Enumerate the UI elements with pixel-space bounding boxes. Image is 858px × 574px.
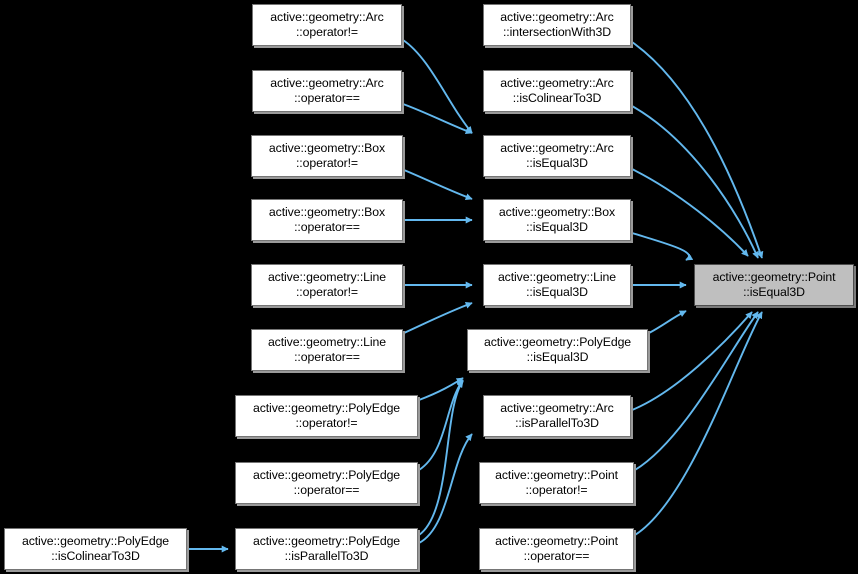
graph-node-label: active::geometry::PolyEdge ::isParallelT… — [252, 534, 401, 563]
graph-node-label: active::geometry::PolyEdge ::isEqual3D — [483, 335, 632, 364]
graph-node-label: active::geometry::Box ::operator== — [268, 205, 386, 234]
graph-node-label: active::geometry::Arc ::operator!= — [270, 10, 384, 39]
graph-node[interactable]: active::geometry::Point ::operator!= — [479, 462, 634, 504]
graph-node[interactable]: active::geometry::Line ::operator!= — [251, 264, 403, 306]
graph-node-label: active::geometry::Point ::operator== — [495, 534, 618, 563]
graph-node-label: active::geometry::Line ::operator== — [267, 335, 387, 364]
graph-node-label: active::geometry::Box ::isEqual3D — [498, 205, 616, 234]
graph-node[interactable]: active::geometry::PolyEdge ::operator!= — [235, 395, 418, 437]
graph-node-label: active::geometry::Arc ::intersectionWith… — [500, 10, 614, 39]
graph-node[interactable]: active::geometry::Line ::isEqual3D — [483, 264, 631, 306]
graph-node-label: active::geometry::PolyEdge ::isColinearT… — [21, 534, 170, 563]
graph-node-label: active::geometry::Line ::isEqual3D — [497, 270, 617, 299]
graph-node[interactable]: active::geometry::Box ::operator== — [251, 199, 403, 241]
graph-node-label: active::geometry::Arc ::isParallelTo3D — [500, 401, 614, 430]
graph-node[interactable]: active::geometry::PolyEdge ::operator== — [235, 462, 418, 504]
graph-node[interactable]: active::geometry::Arc ::intersectionWith… — [483, 4, 631, 46]
graph-node-label: active::geometry::Point ::isEqual3D — [712, 270, 836, 299]
graph-node-target[interactable]: active::geometry::Point ::isEqual3D — [694, 264, 854, 306]
graph-node[interactable]: active::geometry::Arc ::operator== — [252, 70, 402, 112]
graph-node-label: active::geometry::Box ::operator!= — [268, 141, 386, 170]
graph-node[interactable]: active::geometry::Arc ::isParallelTo3D — [483, 395, 631, 437]
graph-node-label: active::geometry::Point ::operator!= — [495, 468, 618, 497]
graph-node-label: active::geometry::Arc ::isColinearTo3D — [500, 76, 614, 105]
graph-node[interactable]: active::geometry::PolyEdge ::isColinearT… — [4, 528, 187, 570]
graph-node[interactable]: active::geometry::Arc ::isColinearTo3D — [483, 70, 631, 112]
graph-node[interactable]: active::geometry::Arc ::isEqual3D — [483, 135, 631, 177]
graph-node[interactable]: active::geometry::Box ::operator!= — [251, 135, 403, 177]
graph-node-label: active::geometry::Arc ::isEqual3D — [500, 141, 614, 170]
graph-node-label: active::geometry::Arc ::operator== — [270, 76, 384, 105]
graph-node[interactable]: active::geometry::Line ::operator== — [251, 329, 403, 371]
graph-node[interactable]: active::geometry::PolyEdge ::isEqual3D — [467, 329, 648, 371]
graph-node-label: active::geometry::Line ::operator!= — [267, 270, 387, 299]
graph-node[interactable]: active::geometry::PolyEdge ::isParallelT… — [235, 528, 418, 570]
graph-node-label: active::geometry::PolyEdge ::operator!= — [252, 401, 401, 430]
graph-node[interactable]: active::geometry::Point ::operator== — [479, 528, 634, 570]
graph-node[interactable]: active::geometry::Arc ::operator!= — [252, 4, 402, 46]
graph-node-label: active::geometry::PolyEdge ::operator== — [252, 468, 401, 497]
graph-node[interactable]: active::geometry::Box ::isEqual3D — [483, 199, 631, 241]
